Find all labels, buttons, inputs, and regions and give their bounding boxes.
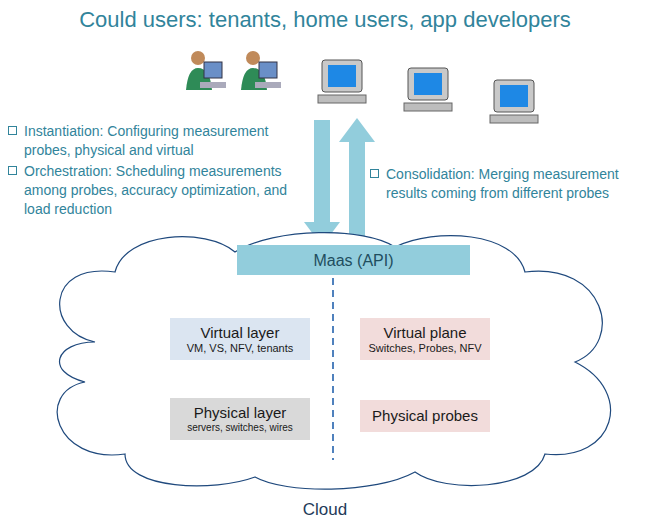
user-icon	[241, 51, 281, 90]
box-heading: Virtual plane	[383, 324, 466, 342]
box-subtext: Switches, Probes, NFV	[368, 342, 481, 355]
box-subtext: servers, switches, wires	[187, 422, 293, 434]
layer-box: Virtual layerVM, VS, NFV, tenants	[170, 318, 310, 360]
api-band: Maas (API)	[237, 245, 470, 275]
divider-line	[332, 278, 334, 460]
plane-box: Virtual planeSwitches, Probes, NFV	[360, 318, 490, 360]
computer-icon	[404, 68, 452, 111]
cloud-caption: Cloud	[35, 500, 615, 520]
bullet-square	[8, 166, 17, 175]
cloud: CloudVirtual layerVM, VS, NFV, tenantsVi…	[35, 232, 615, 524]
bullet-note: Orchestration: Scheduling measurements a…	[24, 162, 306, 219]
note-text: Orchestration: Scheduling measurements a…	[24, 163, 287, 217]
note-text: Consolidation: Merging measurement resul…	[386, 166, 619, 201]
bullet-note: Consolidation: Merging measurement resul…	[386, 165, 648, 203]
box-heading: Physical probes	[372, 407, 478, 425]
cloud-shape	[57, 233, 610, 490]
computer-icon	[490, 80, 538, 123]
box-heading: Maas (API)	[313, 251, 393, 270]
box-heading: Virtual layer	[201, 324, 280, 342]
bullet-square	[8, 126, 17, 135]
box-heading: Physical layer	[194, 404, 287, 422]
title: Could users: tenants, home users, app de…	[0, 6, 650, 34]
up-arrow	[339, 118, 375, 246]
cloud-outline	[35, 232, 615, 524]
note-text: Instantiation: Configuring measurement p…	[24, 123, 268, 158]
probe-box: Physical probes	[360, 400, 490, 432]
box-subtext: VM, VS, NFV, tenants	[187, 342, 294, 355]
user-icon	[186, 51, 226, 90]
layer-box: Physical layerservers, switches, wires	[170, 398, 310, 440]
computer-icon	[318, 60, 366, 103]
bullet-square	[370, 169, 379, 178]
bullet-note: Instantiation: Configuring measurement p…	[24, 122, 306, 160]
down-arrow	[304, 120, 340, 246]
